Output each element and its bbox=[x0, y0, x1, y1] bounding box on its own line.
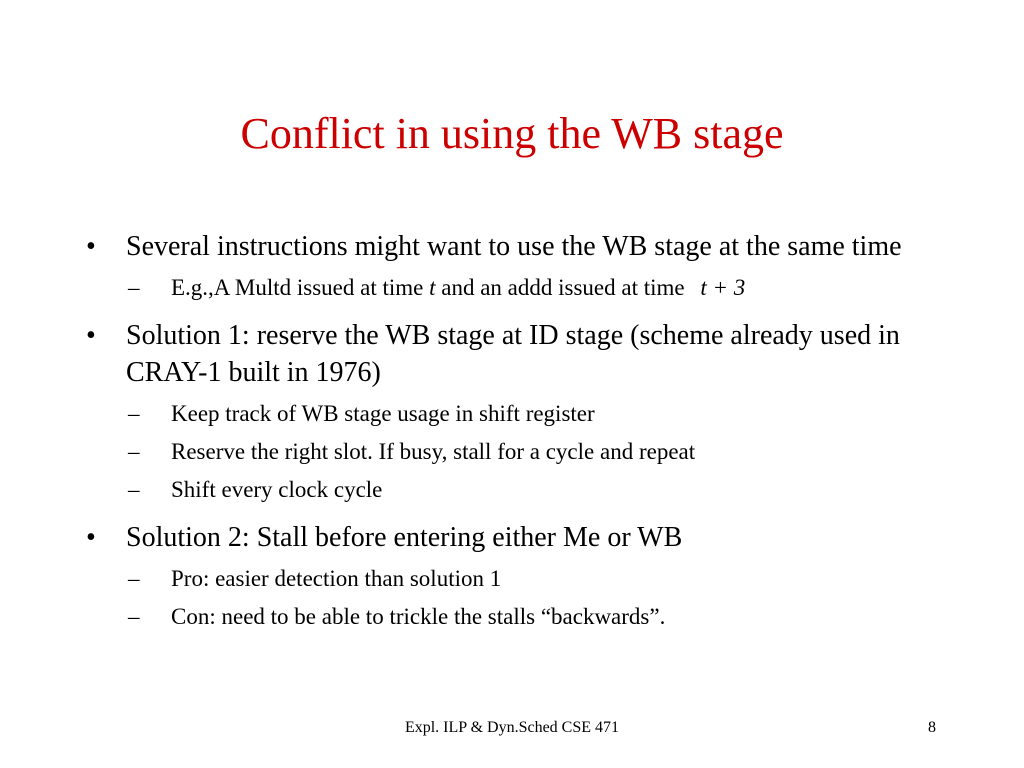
sub-bullet-marker: – bbox=[128, 275, 140, 300]
bullet-marker: • bbox=[86, 231, 96, 262]
sub-bullet-marker: – bbox=[128, 604, 140, 629]
sub-bullet-text: Reserve the right slot. If busy, stall f… bbox=[171, 439, 696, 464]
slide-footer: Expl. ILP & Dyn.Sched CSE 471 8 bbox=[0, 716, 1024, 740]
sub-bullet-item: – Con: need to be able to trickle the st… bbox=[86, 602, 946, 632]
bullet-item: • Solution 2: Stall before entering eith… bbox=[86, 519, 946, 556]
bullet-item: • Solution 1: reserve the WB stage at ID… bbox=[86, 317, 946, 391]
sub-bullet-marker: – bbox=[128, 401, 140, 426]
sub-bullet-text: Con: need to be able to trickle the stal… bbox=[171, 604, 666, 629]
sub-bullet-marker: – bbox=[128, 439, 140, 464]
sub-bullet-text-part: and an addd issued at time bbox=[435, 275, 691, 300]
sub-bullet-text-part: E.g.,A Multd issued at time bbox=[171, 275, 430, 300]
bullet-marker: • bbox=[86, 522, 96, 553]
variable-t: t bbox=[429, 275, 436, 300]
sub-bullet-item: – Shift every clock cycle bbox=[86, 475, 946, 505]
bullet-text: Solution 1: reserve the WB stage at ID s… bbox=[126, 320, 900, 388]
sub-bullet-text: Shift every clock cycle bbox=[171, 477, 383, 502]
bullet-text: Several instructions might want to use t… bbox=[126, 231, 902, 262]
page-number: 8 bbox=[928, 719, 936, 736]
sub-bullet-marker: – bbox=[128, 477, 140, 502]
sub-bullet-text: Pro: easier detection than solution 1 bbox=[171, 566, 502, 591]
slide-title: Conflict in using the WB stage bbox=[240, 109, 784, 158]
sub-bullet-item: – Keep track of WB stage usage in shift … bbox=[86, 399, 946, 429]
bullet-marker: • bbox=[86, 320, 96, 351]
slide-body: • Several instructions might want to use… bbox=[86, 228, 946, 632]
bullet-item: • Several instructions might want to use… bbox=[86, 228, 946, 265]
sub-bullet-item: – E.g.,A Multd issued at time t and an a… bbox=[86, 273, 946, 303]
bullet-text: Solution 2: Stall before entering either… bbox=[126, 522, 683, 553]
footer-text: Expl. ILP & Dyn.Sched CSE 471 bbox=[404, 719, 620, 736]
sub-bullet-marker: – bbox=[128, 566, 140, 591]
variable-t-plus-3: t + 3 bbox=[700, 275, 746, 300]
sub-bullet-item: – Reserve the right slot. If busy, stall… bbox=[86, 437, 946, 467]
sub-bullet-item: – Pro: easier detection than solution 1 bbox=[86, 564, 946, 594]
sub-bullet-text: Keep track of WB stage usage in shift re… bbox=[171, 401, 595, 426]
